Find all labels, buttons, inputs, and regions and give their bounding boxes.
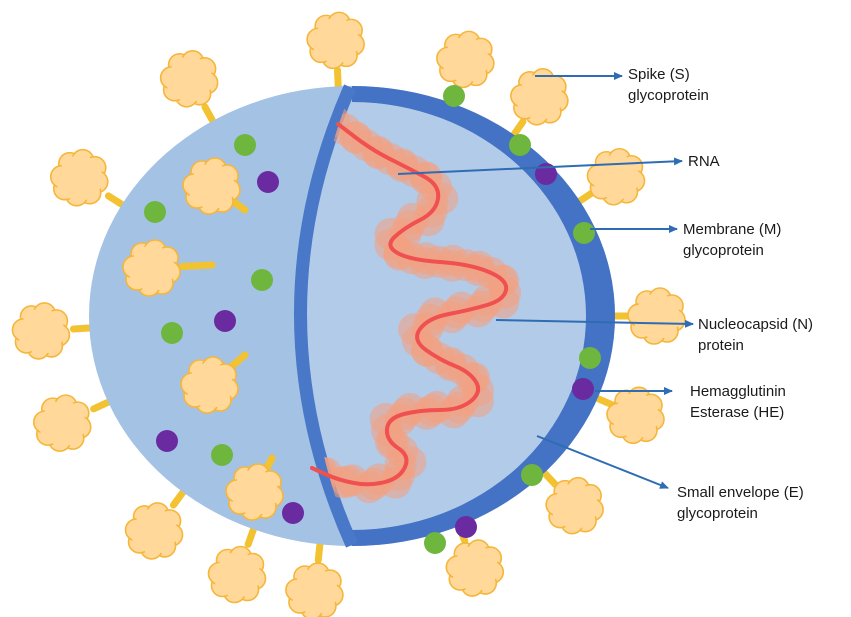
spike-stalk (318, 544, 320, 560)
spike-stalk (338, 70, 339, 86)
membrane-protein (521, 464, 543, 486)
spike-head (126, 503, 183, 559)
spike-head (607, 387, 664, 443)
spike-stalk (514, 122, 523, 135)
spike-head (12, 303, 69, 359)
spike-head (34, 395, 91, 451)
spike-head (51, 150, 108, 206)
spike-stalk (94, 402, 109, 409)
he-protein (282, 502, 304, 524)
spike-label: Spike (S)glycoprotein (628, 64, 709, 106)
membrane-protein (234, 134, 256, 156)
membrane-protein (144, 201, 166, 223)
he-protein (257, 171, 279, 193)
envelope-arrow (537, 436, 668, 488)
spike-head (446, 540, 503, 596)
spike-head (161, 51, 218, 107)
he-protein (455, 516, 477, 538)
spike-head (587, 149, 644, 205)
membrane-protein (509, 134, 531, 156)
membrane-label: Membrane (M)glycoprotein (683, 219, 781, 261)
envelope-label: Small envelope (E)glycoprotein (677, 482, 804, 524)
he-protein (156, 430, 178, 452)
spike-stalk (580, 192, 593, 201)
spike-head (307, 12, 364, 68)
spike-head (208, 547, 265, 603)
nucleocapsid-label: Nucleocapsid (N)protein (698, 314, 813, 356)
spike-head (511, 69, 568, 125)
spike-stalk (73, 328, 89, 329)
spike-stalk (544, 473, 555, 485)
he-protein (572, 378, 594, 400)
membrane-protein (211, 444, 233, 466)
spike-stalk (205, 107, 213, 121)
spike-head (628, 288, 685, 344)
rna-label: RNA (688, 151, 720, 172)
membrane-protein (251, 269, 273, 291)
spike-stalk (248, 529, 253, 544)
he-protein (214, 310, 236, 332)
spike-stalk (108, 196, 122, 205)
spike-head (437, 31, 494, 87)
membrane-protein (573, 222, 595, 244)
spike-stalk (182, 265, 212, 267)
membrane-protein (443, 85, 465, 107)
spike-head (286, 563, 343, 617)
membrane-protein (161, 322, 183, 344)
membrane-protein (579, 347, 601, 369)
spike-stalk (598, 398, 613, 404)
membrane-protein (424, 532, 446, 554)
spike-stalk (173, 492, 182, 505)
